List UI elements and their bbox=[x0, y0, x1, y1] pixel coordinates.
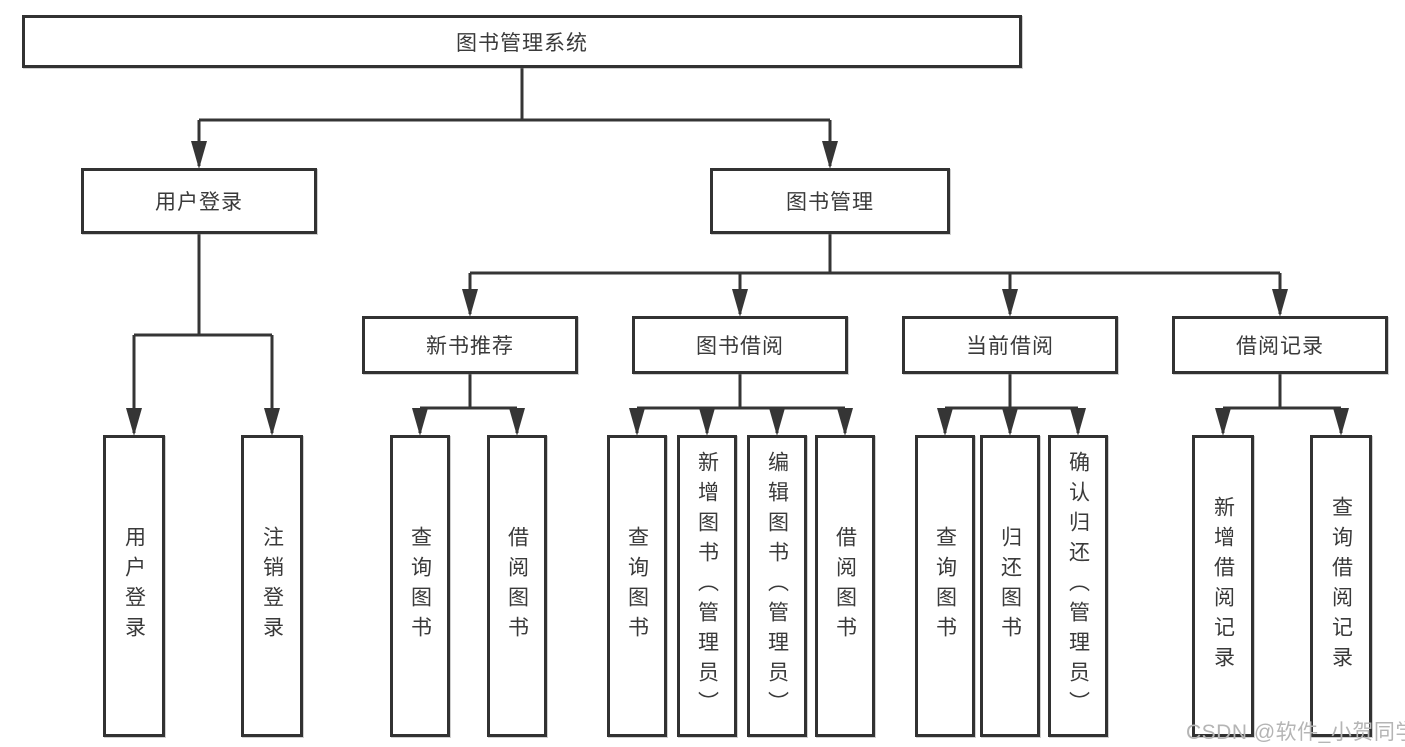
node-label: 新增图书（管理员） bbox=[695, 451, 719, 721]
node-leaf-query-borrow-record: 查询借阅记录 bbox=[1310, 435, 1372, 737]
connector-user-login-to-leaves bbox=[126, 234, 280, 436]
node-label: 编辑图书（管理员） bbox=[765, 451, 789, 721]
node-label: 图书借阅 bbox=[696, 335, 784, 358]
node-current-borrowing: 当前借阅 bbox=[902, 316, 1118, 374]
arrowhead-down bbox=[1002, 289, 1018, 317]
node-leaf-borrow-books-1: 借阅图书 bbox=[487, 435, 547, 737]
node-label: 归还图书 bbox=[998, 526, 1022, 646]
node-leaf-user-login: 用户登录 bbox=[103, 435, 165, 737]
node-book-management: 图书管理 bbox=[710, 168, 950, 234]
node-leaf-query-books-3: 查询图书 bbox=[915, 435, 975, 737]
node-leaf-logout: 注销登录 bbox=[241, 435, 303, 737]
arrowhead-down bbox=[629, 408, 645, 436]
arrowhead-down bbox=[1272, 289, 1288, 317]
node-label: 查询借阅记录 bbox=[1329, 496, 1353, 676]
node-label: 当前借阅 bbox=[966, 335, 1054, 358]
arrowhead-down bbox=[462, 289, 478, 317]
arrowhead-down bbox=[264, 408, 280, 436]
connector-current-borrowing-to-leaves bbox=[937, 374, 1086, 436]
node-label: 借阅图书 bbox=[505, 526, 529, 646]
node-leaf-borrow-books-2: 借阅图书 bbox=[815, 435, 875, 737]
connector-new-book-recommend-to-leaves bbox=[412, 374, 525, 436]
node-label: 用户登录 bbox=[122, 526, 146, 646]
arrowhead-down bbox=[412, 408, 428, 436]
node-leaf-return-books: 归还图书 bbox=[980, 435, 1040, 737]
arrowhead-down bbox=[1333, 408, 1349, 436]
node-label: 图书管理系统 bbox=[456, 31, 588, 55]
csdn-watermark: CSDN @软件_小贺同学 bbox=[1186, 721, 1405, 744]
arrowhead-down bbox=[732, 289, 748, 317]
arrowhead-down bbox=[1002, 408, 1018, 436]
arrowhead-down bbox=[937, 408, 953, 436]
node-leaf-query-books-1: 查询图书 bbox=[390, 435, 450, 737]
node-user-login: 用户登录 bbox=[81, 168, 317, 234]
node-label: 查询图书 bbox=[408, 526, 432, 646]
node-label: 新书推荐 bbox=[426, 335, 514, 358]
node-book-borrowing: 图书借阅 bbox=[632, 316, 848, 374]
arrowhead-down bbox=[699, 408, 715, 436]
connector-book-management-to-level3 bbox=[462, 234, 1288, 317]
node-leaf-edit-books-admin: 编辑图书（管理员） bbox=[747, 435, 807, 737]
node-root-library-management-system: 图书管理系统 bbox=[22, 15, 1022, 68]
connector-borrowing-records-to-leaves bbox=[1215, 374, 1349, 436]
node-label: 查询图书 bbox=[933, 526, 957, 646]
arrowhead-down bbox=[509, 408, 525, 436]
arrowhead-down bbox=[837, 408, 853, 436]
node-leaf-confirm-return-admin: 确认归还（管理员） bbox=[1048, 435, 1108, 737]
arrowhead-down bbox=[769, 408, 785, 436]
connector-root-to-level2 bbox=[191, 68, 838, 169]
node-leaf-add-books-admin: 新增图书（管理员） bbox=[677, 435, 737, 737]
node-label: 新增借阅记录 bbox=[1211, 496, 1235, 676]
arrowhead-down bbox=[1070, 408, 1086, 436]
node-label: 图书管理 bbox=[786, 191, 874, 214]
node-label: 用户登录 bbox=[155, 191, 243, 214]
connector-book-borrowing-to-leaves bbox=[629, 374, 853, 436]
arrowhead-down bbox=[822, 141, 838, 169]
arrowhead-down bbox=[1215, 408, 1231, 436]
node-label: 借阅记录 bbox=[1236, 335, 1324, 358]
node-borrowing-records: 借阅记录 bbox=[1172, 316, 1388, 374]
arrowhead-down bbox=[191, 141, 207, 169]
node-label: 查询图书 bbox=[625, 526, 649, 646]
node-label: 注销登录 bbox=[260, 526, 284, 646]
node-leaf-query-books-2: 查询图书 bbox=[607, 435, 667, 737]
node-leaf-add-borrow-record: 新增借阅记录 bbox=[1192, 435, 1254, 737]
node-new-book-recommend: 新书推荐 bbox=[362, 316, 578, 374]
arrowhead-down bbox=[126, 408, 142, 436]
node-label: 确认归还（管理员） bbox=[1066, 451, 1090, 721]
node-label: 借阅图书 bbox=[833, 526, 857, 646]
